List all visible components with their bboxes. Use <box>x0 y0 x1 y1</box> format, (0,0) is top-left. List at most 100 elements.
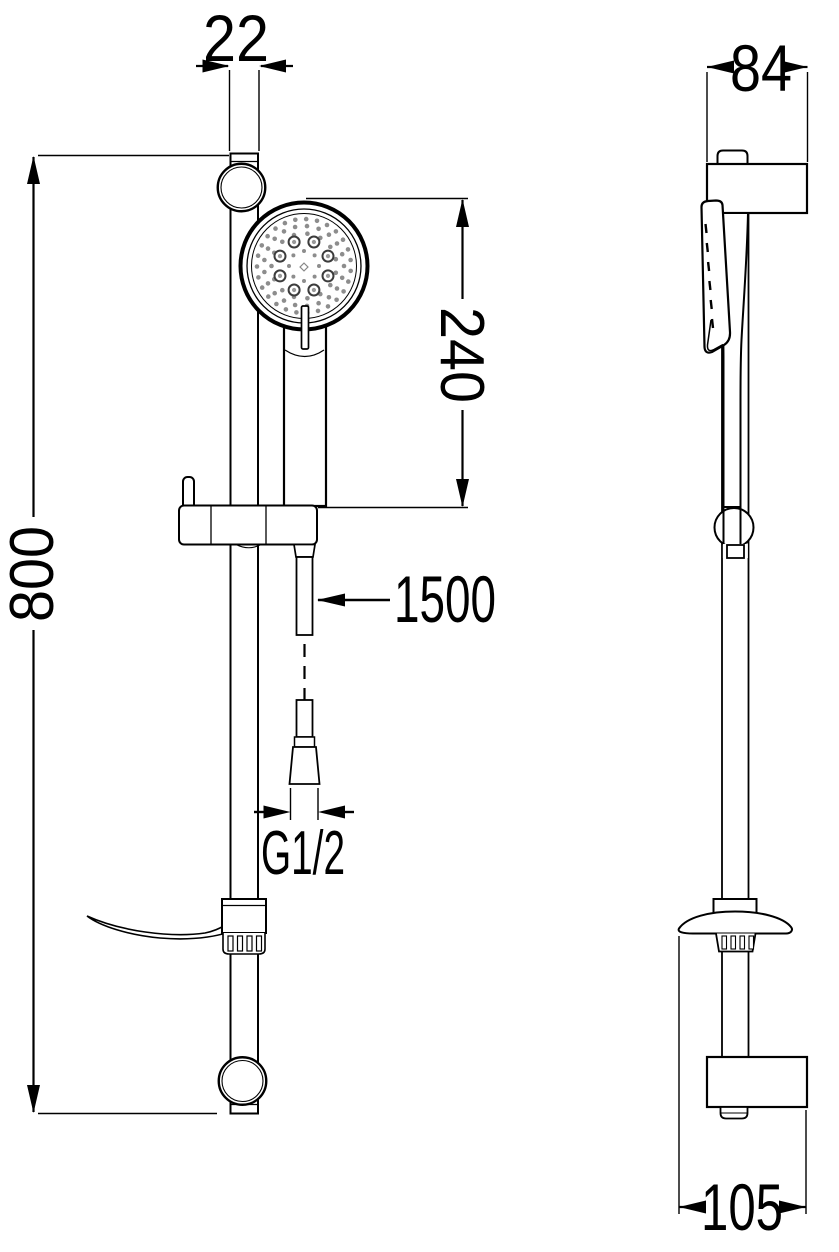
spray-hole-dot <box>312 253 317 258</box>
soap-dish-rib-slot <box>246 935 253 952</box>
hose-connector <box>293 543 316 558</box>
arrowhead-up-icon <box>456 199 469 227</box>
spray-hole-dot <box>346 279 351 284</box>
soap-dish-rib-slot <box>227 935 234 952</box>
side-bottom-bracket <box>705 1055 809 1120</box>
top-mount-inner-ring <box>220 166 263 209</box>
head-center-diamond <box>299 262 309 272</box>
spray-hole-dot <box>273 226 278 231</box>
front-view <box>86 152 370 1115</box>
spray-hole-dot <box>328 244 333 250</box>
spray-hole-dot <box>254 264 260 269</box>
arrowhead-left-icon <box>259 59 286 73</box>
bottom-mount-inner-ring <box>221 1059 264 1103</box>
arrowhead-down-icon <box>456 479 469 507</box>
spray-hole-dot <box>315 308 321 314</box>
spray-hole-dot <box>316 226 321 232</box>
spray-nozzle-center <box>311 239 316 245</box>
arrowhead-left-icon <box>318 805 345 819</box>
shower-hose <box>288 556 321 785</box>
side-face-dash-marks <box>704 223 715 329</box>
arrowhead-right-icon <box>780 60 808 74</box>
side-dish-rib-slot <box>721 935 728 950</box>
dimension-side-depth: 105 <box>678 936 807 1244</box>
hose-end-fitting <box>295 699 314 738</box>
dimension-label-bracket-depth: 84 <box>730 31 792 105</box>
spray-hole-dot <box>293 217 298 223</box>
dimension-rail-length: 800 <box>0 154 229 1115</box>
side-dish-lens <box>677 910 793 935</box>
spray-hole-dot <box>304 223 310 229</box>
spray-hole-dot <box>292 302 298 308</box>
dimension-label-thread: G1/2 <box>261 819 345 888</box>
spray-hole-dot <box>287 264 291 268</box>
dimension-hose-length: 1500 <box>317 562 496 636</box>
bottom-mount-outer-ring <box>217 1056 268 1106</box>
soap-dish-blade <box>86 908 241 940</box>
spray-nozzles <box>273 235 335 297</box>
spray-hole-dot <box>291 274 296 279</box>
spray-hole-dot <box>294 310 299 315</box>
spray-nozzle-center <box>292 287 297 293</box>
soap-dish-rib-slot <box>255 935 263 952</box>
spray-hole-dot <box>314 218 320 224</box>
front-soap-dish <box>86 898 267 955</box>
spray-hole-dots <box>254 216 354 316</box>
spray-hole-dot <box>303 216 309 222</box>
side-view <box>677 149 809 1120</box>
dimension-label-hose-length: 1500 <box>394 562 496 636</box>
dimension-label-hand-shower-length: 240 <box>427 307 496 403</box>
dimension-label-rail-diameter: 22 <box>203 1 269 75</box>
spray-hole-dot <box>324 222 330 228</box>
spray-hole-dot <box>265 281 271 286</box>
spray-hole-dot <box>262 257 267 263</box>
top-mount-outer-ring <box>216 162 267 213</box>
soap-dish-rib-slot <box>236 935 244 952</box>
arrowhead-left-icon <box>317 593 345 607</box>
side-top-bracket <box>705 162 809 215</box>
spray-hole-dot <box>348 257 353 263</box>
side-dish-rib-slot <box>730 935 737 950</box>
spray-hole-dot <box>339 251 345 257</box>
spray-hole-dot <box>255 253 261 258</box>
front-bottom-wall-mount <box>217 1056 268 1106</box>
spray-hole-dot <box>272 236 278 242</box>
spray-hole-dot <box>280 287 285 293</box>
spray-hole-dot <box>333 229 339 234</box>
spray-hole-dot <box>262 269 267 275</box>
spray-hole-dot <box>274 301 279 307</box>
hose-upper-section <box>295 556 314 636</box>
spray-hole-dot <box>302 249 306 253</box>
side-bottom-bracket-body <box>705 1055 809 1109</box>
spray-hole-dot <box>340 237 346 242</box>
spray-hole-dot <box>334 297 339 303</box>
holder-body <box>178 504 318 546</box>
spray-hole-dot <box>266 294 271 299</box>
spray-nozzle-center <box>325 254 331 259</box>
spray-nozzle-center <box>292 239 297 245</box>
spray-hole-dot <box>259 285 265 290</box>
side-head-body <box>700 199 732 354</box>
spray-hole-dot <box>312 274 317 279</box>
spray-nozzle-center <box>277 254 283 259</box>
side-holder-pivot <box>713 507 755 548</box>
spray-nozzle-center <box>277 273 283 278</box>
spray-hole-dot <box>328 282 333 288</box>
spray-hole-dot <box>292 224 298 230</box>
soap-dish-clamp <box>221 898 267 934</box>
spray-hole-dot <box>339 275 345 281</box>
spray-hole-dot <box>281 229 287 234</box>
hose-nut-band <box>293 736 316 748</box>
spray-hole-dot <box>256 275 261 280</box>
spray-hole-dot <box>316 300 321 306</box>
shower-head <box>238 200 370 358</box>
spray-hole-dot <box>326 232 332 237</box>
dimension-hand-shower-length: 240 <box>306 197 496 509</box>
spray-hole-dot <box>333 270 339 276</box>
spray-hole-dot <box>325 304 331 309</box>
side-top-bracket-cap <box>716 149 749 164</box>
spray-hole-dot <box>282 220 288 226</box>
spray-hole-dot <box>345 247 351 252</box>
